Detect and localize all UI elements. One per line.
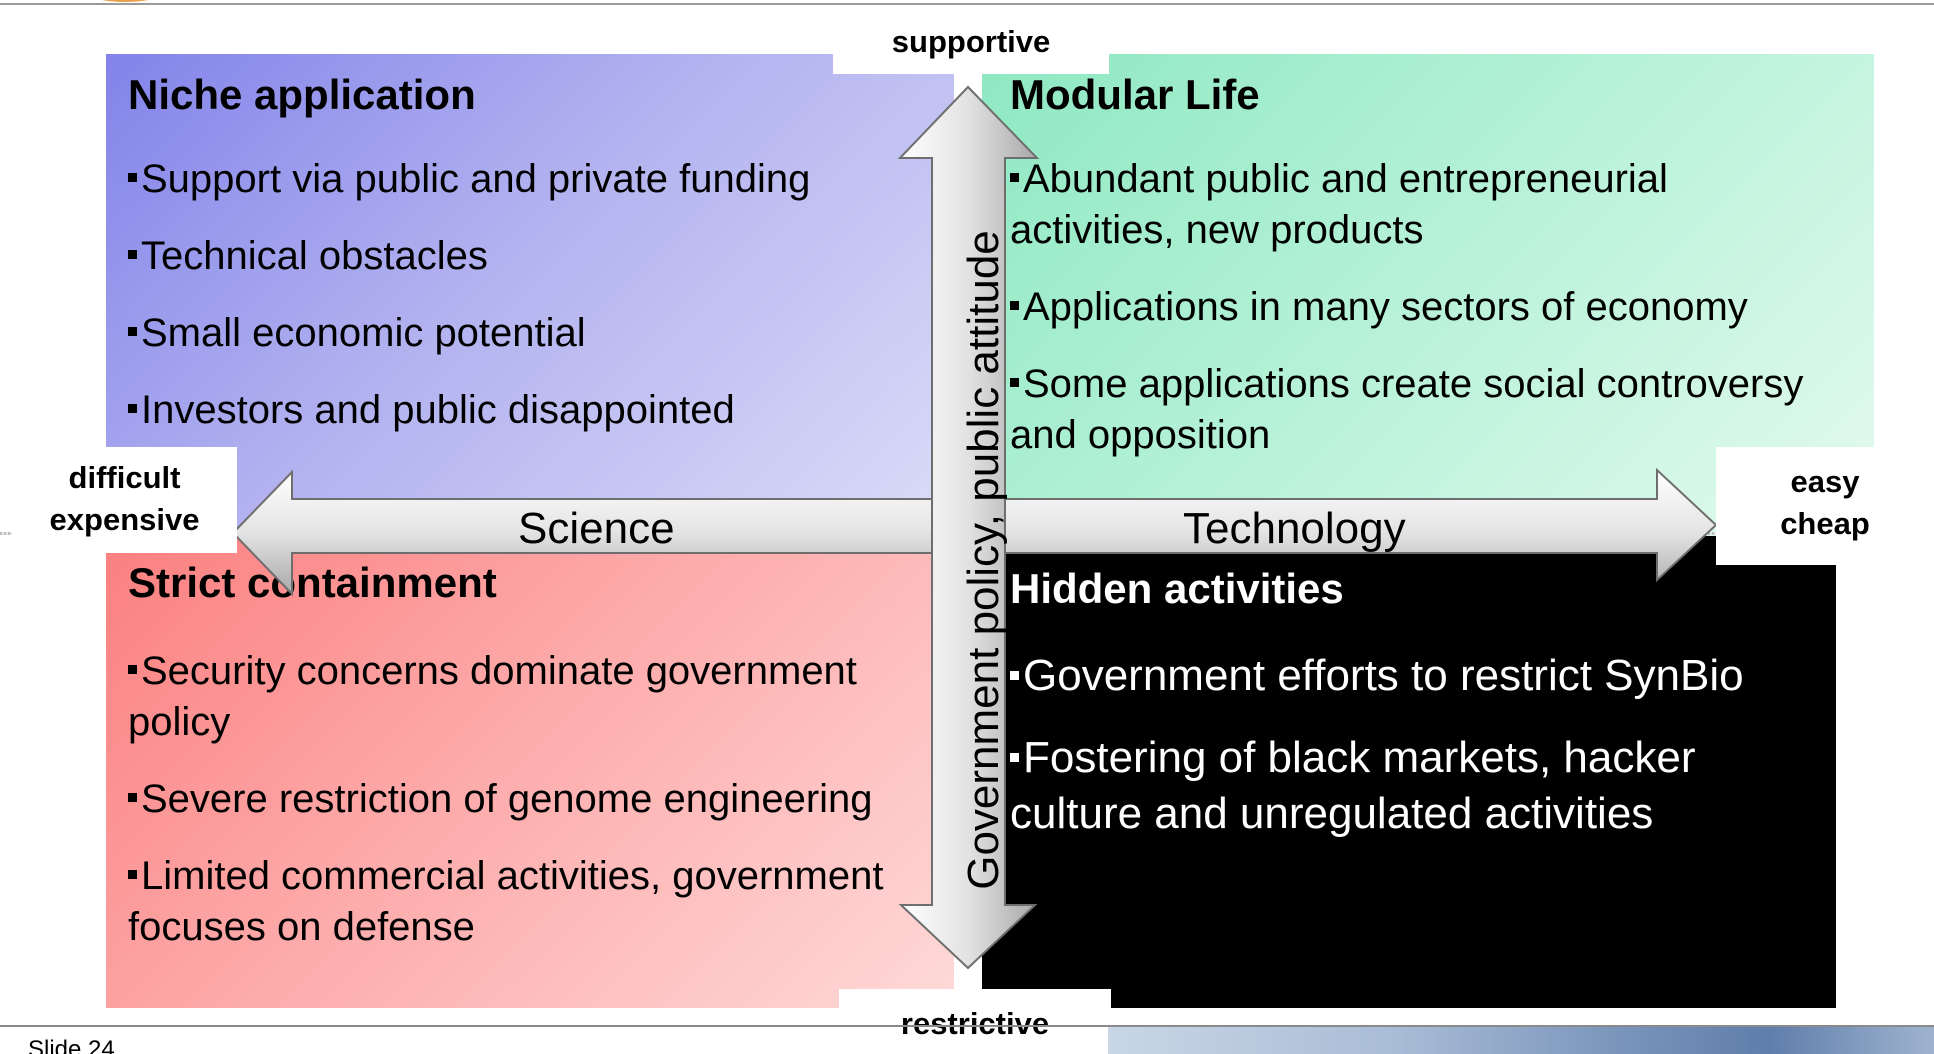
- pole-supportive: supportive: [833, 16, 1109, 74]
- pole-difficult-expensive: difficult expensive: [12, 447, 237, 553]
- square-bullet-icon: [128, 173, 137, 182]
- list-item: Security concerns dominate government po…: [128, 649, 857, 744]
- axis-label-science: Science: [518, 504, 675, 553]
- list-item: Applications in many sectors of economy: [1010, 282, 1820, 333]
- list-item: Fostering of black markets, hacker cultu…: [1010, 733, 1696, 838]
- pole-restrictive: restrictive: [839, 989, 1111, 1054]
- list-item: Technical obstacles: [128, 231, 948, 282]
- list-item: Government efforts to restrict SynBio: [1010, 648, 1800, 704]
- list-item: Severe restriction of genome engineering: [128, 774, 954, 825]
- list-item: Abundant public and entrepreneurial acti…: [1010, 157, 1668, 252]
- bottom-rule: [0, 1025, 1934, 1027]
- square-bullet-icon: [1010, 671, 1019, 680]
- quadrant-title: Niche application: [128, 71, 476, 118]
- quadrant-list: Security concerns dominate government po…: [128, 646, 954, 979]
- square-bullet-icon: [128, 665, 137, 674]
- square-bullet-icon: [128, 793, 137, 802]
- axis-label-government-policy: Government policy, public attitude: [959, 230, 1008, 890]
- list-item: Small economic potential: [128, 308, 948, 359]
- square-bullet-icon: [128, 870, 137, 879]
- square-bullet-icon: [1010, 173, 1019, 182]
- quadrant-title: Hidden activities: [1010, 565, 1344, 612]
- square-bullet-icon: [128, 404, 137, 413]
- quadrant-title: Modular Life: [1010, 71, 1260, 118]
- quadrant-hidden-activities: Hidden activities Government efforts to …: [982, 536, 1836, 1008]
- quadrant-strict-containment: Strict containment Security concerns dom…: [106, 536, 954, 1008]
- slide-number: Slide 24: [28, 1036, 115, 1054]
- quadrant-niche-application: Niche application Support via public and…: [106, 54, 954, 536]
- square-bullet-icon: [1010, 301, 1019, 310]
- square-bullet-icon: [1010, 378, 1019, 387]
- quadrant-list: Abundant public and entrepreneurial acti…: [1010, 154, 1820, 487]
- quadrant-list: Government efforts to restrict SynBio Fo…: [1010, 648, 1800, 868]
- list-item: Some applications create social controve…: [1010, 362, 1804, 457]
- axis-label-technology: Technology: [1183, 504, 1406, 553]
- vertical-double-arrow: [897, 85, 1040, 970]
- list-item: Limited commercial activities, governmen…: [128, 854, 884, 949]
- top-rule: [0, 3, 1934, 5]
- logo-fragment: [90, 0, 160, 2]
- pole-easy-cheap: easy cheap: [1716, 447, 1934, 565]
- footer-photo: [1108, 1027, 1934, 1054]
- square-bullet-icon: [128, 250, 137, 259]
- quadrant-list: Support via public and private funding T…: [128, 154, 948, 462]
- square-bullet-icon: [128, 327, 137, 336]
- quadrant-title: Strict containment: [128, 559, 497, 606]
- list-item: Support via public and private funding: [128, 154, 948, 205]
- square-bullet-icon: [1010, 753, 1019, 762]
- list-item: Investors and public disappointed: [128, 385, 948, 436]
